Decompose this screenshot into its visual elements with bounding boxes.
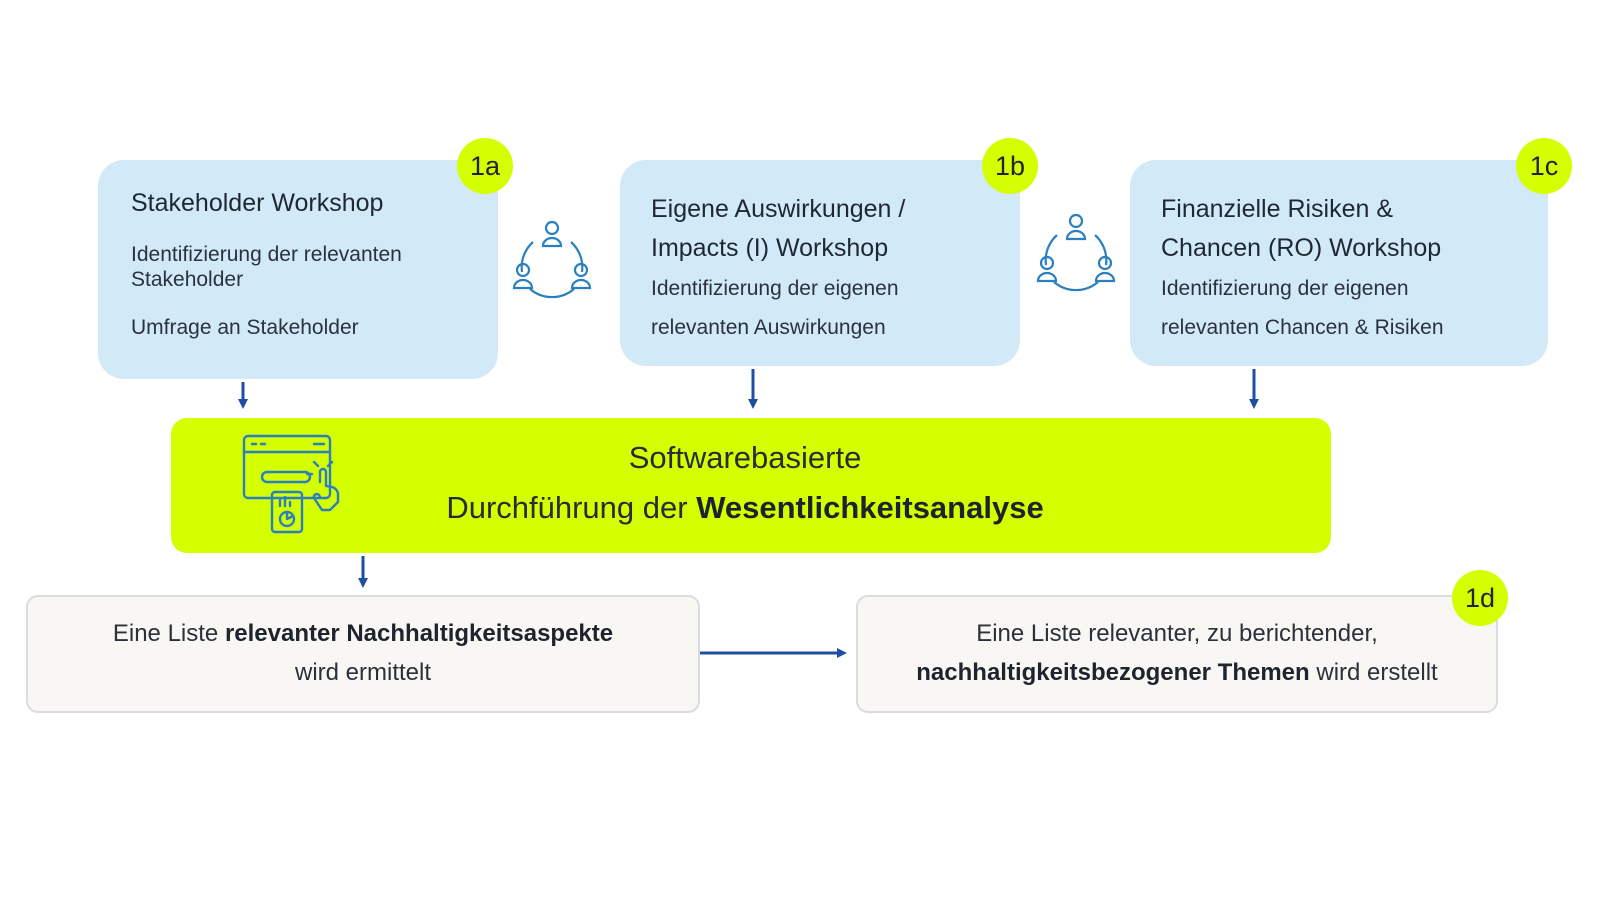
stakeholder-workshop-title: Stakeholder Workshop: [131, 189, 384, 217]
risks-workshop-title-2: Chancen (RO) Workshop: [1161, 234, 1442, 262]
result-aspects-box: [26, 595, 700, 713]
software-touch-icon: [242, 434, 340, 534]
people-cycle-icon: [512, 220, 592, 299]
stakeholder-workshop-text-2: Stakeholder: [131, 268, 244, 291]
risks-workshop-title-1: Finanzielle Risiken &: [1161, 195, 1394, 223]
impacts-workshop-title-1: Eigene Auswirkungen /: [651, 195, 906, 223]
software-analysis-line-2: Durchführung der Wesentlichkeitsanalyse: [0, 490, 1490, 526]
risks-workshop-text-2: relevanten Chancen & Risiken: [1161, 316, 1444, 339]
result-topics-text: Eine Liste relevanter, zu berichtender, …: [856, 614, 1498, 692]
impacts-workshop-title-2: Impacts (I) Workshop: [651, 234, 889, 262]
badge-1d: 1d: [1452, 570, 1508, 626]
impacts-workshop-text-1: Identifizierung der eigenen: [651, 277, 899, 300]
software-analysis-line-1: Softwarebasierte: [628, 440, 862, 475]
result-topics-bold: nachhaltigkeitsbezogener Themen: [916, 659, 1310, 686]
result-aspects-text: Eine Liste relevanter Nachhaltigkeitsasp…: [26, 614, 700, 692]
software-analysis-bold: Wesentlichkeitsanalyse: [696, 490, 1044, 525]
software-analysis-bar: [171, 418, 1331, 553]
stakeholder-workshop-text-1: Identifizierung der relevanten: [131, 243, 402, 266]
people-cycle-icon: [1036, 213, 1116, 292]
result-aspects-prefix: Eine Liste: [112, 620, 225, 647]
stakeholder-workshop-card: [98, 160, 498, 379]
impacts-workshop-card: [620, 160, 1020, 366]
badge-1a: 1a: [457, 138, 513, 194]
stakeholder-workshop-text-3: Umfrage an Stakeholder: [131, 316, 359, 339]
risks-workshop-text-1: Identifizierung der eigenen: [1161, 277, 1409, 300]
badge-1b: 1b: [982, 138, 1038, 194]
result-aspects-line-2: wird ermittelt: [294, 659, 432, 686]
result-topics-suffix: wird erstellt: [1309, 659, 1438, 686]
impacts-workshop-text-2: relevanten Auswirkungen: [651, 316, 886, 339]
result-aspects-bold: relevanter Nachhaltigkeitsaspekte: [224, 620, 614, 647]
badge-1c: 1c: [1516, 138, 1572, 194]
software-analysis-prefix: Durchführung der: [446, 490, 697, 525]
result-topics-box: [856, 595, 1498, 713]
result-topics-line-1: Eine Liste relevanter, zu berichtender,: [976, 620, 1378, 647]
risks-opportunities-workshop-card: [1130, 160, 1548, 366]
